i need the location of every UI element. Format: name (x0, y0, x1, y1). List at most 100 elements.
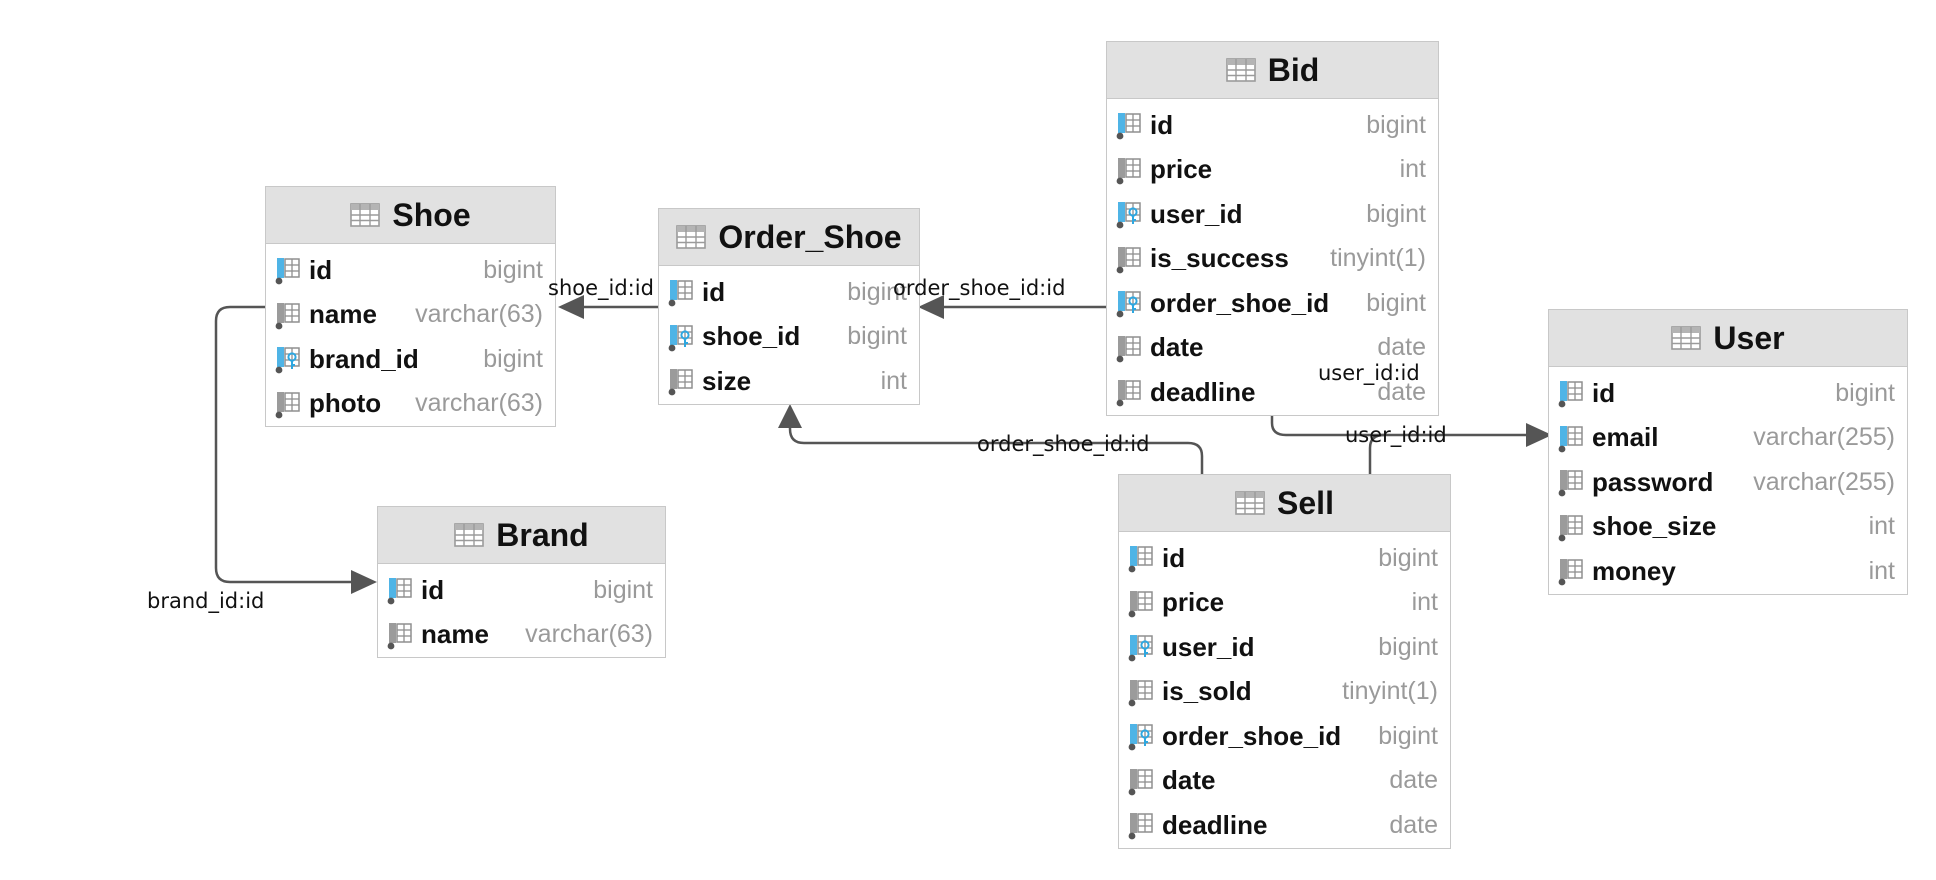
primary-key-column-icon (386, 575, 416, 605)
column-name: user_id (1162, 631, 1255, 662)
column-type: date (1377, 377, 1426, 406)
column-type: varchar(63) (415, 300, 543, 329)
column-row[interactable]: brand_id bigint (266, 337, 555, 382)
column-type: bigint (847, 277, 907, 306)
foreign-key-column-icon (274, 344, 304, 374)
column-type: bigint (593, 575, 653, 604)
column-name: deadline (1150, 376, 1256, 407)
column-row[interactable]: date date (1107, 326, 1438, 371)
column-type: bigint (1366, 110, 1426, 139)
table-icon (454, 523, 485, 547)
column-type: bigint (847, 322, 907, 351)
column-type: bigint (1378, 543, 1438, 572)
table-header[interactable]: Brand (378, 507, 665, 564)
column-row[interactable]: money int (1549, 549, 1907, 594)
column-icon (1115, 377, 1145, 407)
column-type: bigint (483, 344, 543, 373)
table-header[interactable]: User (1549, 310, 1907, 367)
table-header[interactable]: Bid (1107, 42, 1438, 99)
column-type: varchar(255) (1753, 423, 1895, 452)
column-name: deadline (1162, 809, 1268, 840)
table-title: Shoe (392, 196, 471, 233)
column-name: order_shoe_id (1150, 287, 1330, 318)
column-name: date (1162, 765, 1216, 796)
column-type: tinyint(1) (1342, 677, 1438, 706)
column-name: name (421, 619, 489, 650)
column-type: int (1868, 556, 1895, 585)
column-icon (1557, 512, 1587, 542)
column-row[interactable]: date date (1119, 759, 1450, 804)
column-icon (1115, 155, 1145, 185)
column-name: photo (309, 388, 382, 419)
column-name: id (1162, 542, 1186, 573)
column-row[interactable]: id bigint (1119, 536, 1450, 581)
column-name: price (1150, 154, 1213, 185)
column-row[interactable]: deadline date (1107, 370, 1438, 415)
column-icon (274, 300, 304, 330)
column-icon (386, 620, 416, 650)
relation-arrow-shoe-to-brand (351, 570, 377, 594)
column-name: date (1150, 332, 1204, 363)
column-name: shoe_size (1592, 511, 1717, 542)
foreign-key-column-icon (1115, 288, 1145, 318)
table-header[interactable]: Sell (1119, 475, 1450, 532)
table-icon (676, 225, 707, 249)
column-type: date (1389, 766, 1438, 795)
column-type: int (880, 366, 907, 395)
column-name: order_shoe_id (1162, 720, 1342, 751)
column-name: is_success (1150, 243, 1289, 274)
primary-key-column-icon (1557, 378, 1587, 408)
table-title: Sell (1277, 484, 1334, 521)
table-header[interactable]: Order_Shoe (659, 209, 919, 266)
column-row[interactable]: order_shoe_id bigint (1107, 281, 1438, 326)
relation-label-bid-to-user: user_id:id (1318, 361, 1420, 385)
table-title: User (1713, 319, 1785, 356)
relation-label-order-shoe-to-shoe: shoe_id:id (548, 276, 654, 300)
relation-label-bid-to-order-shoe: order_shoe_id:id (893, 276, 1066, 300)
column-type: bigint (1835, 378, 1895, 407)
table-header[interactable]: Shoe (266, 187, 555, 244)
column-name: brand_id (309, 343, 419, 374)
column-icon (1115, 244, 1145, 274)
column-icon (274, 389, 304, 419)
column-type: int (1868, 512, 1895, 541)
column-icon (1127, 766, 1157, 796)
foreign-key-column-icon (1127, 721, 1157, 751)
column-name: money (1592, 555, 1676, 586)
table-icon (1235, 491, 1265, 515)
column-row[interactable]: shoe_size int (1549, 505, 1907, 550)
column-type: date (1377, 333, 1426, 362)
column-type: bigint (1366, 288, 1426, 317)
column-icon (1127, 588, 1157, 618)
column-icon (1557, 556, 1587, 586)
table-icon (350, 203, 381, 227)
